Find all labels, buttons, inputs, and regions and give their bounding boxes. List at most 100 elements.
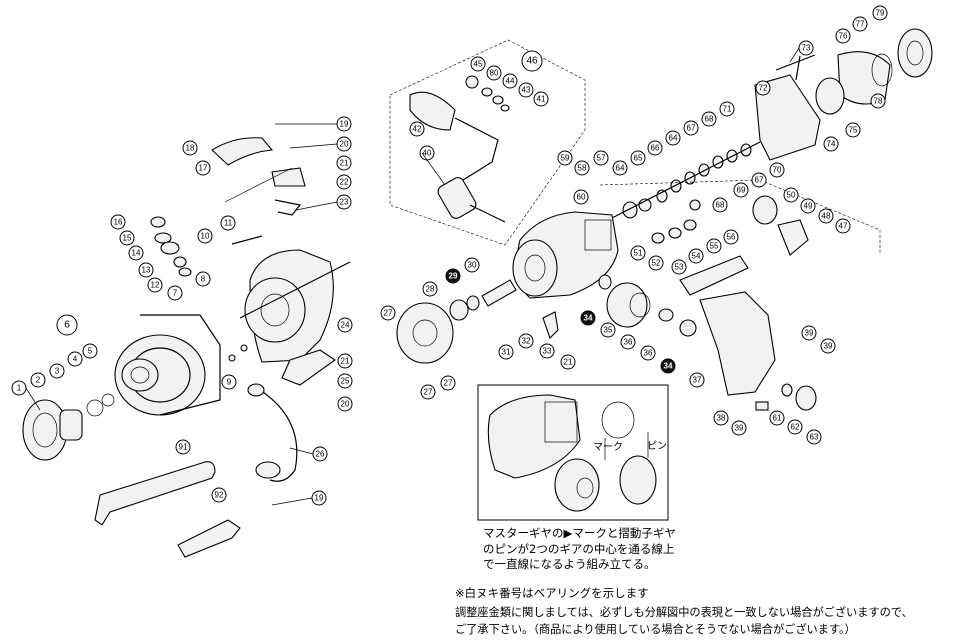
svg-text:91: 91 <box>179 443 188 452</box>
disclaimer-line-1: 調整座金類に関しましては、必ずしも分解図中の表現と一致しない場合がございますので… <box>455 606 913 619</box>
svg-text:47: 47 <box>839 222 848 231</box>
callout-54: 54 <box>688 248 704 264</box>
callout-35: 35 <box>600 322 616 338</box>
callout-64: 64 <box>612 160 628 176</box>
svg-text:21: 21 <box>341 357 350 366</box>
svg-text:24: 24 <box>341 321 350 330</box>
callout-43: 43 <box>518 82 534 98</box>
callout-63: 63 <box>806 429 822 445</box>
svg-text:64: 64 <box>669 134 678 143</box>
svg-text:65: 65 <box>634 154 643 163</box>
callout-38: 38 <box>713 410 729 426</box>
rotor-drawing <box>150 137 351 482</box>
svg-text:7: 7 <box>173 289 178 298</box>
callout-92: 92 <box>211 487 227 503</box>
callout-10: 10 <box>197 228 213 244</box>
callout-11: 11 <box>220 215 236 231</box>
callout-41: 41 <box>533 91 549 107</box>
callout-6: 6 <box>56 314 78 336</box>
callout-79: 79 <box>872 5 888 21</box>
callout-7: 7 <box>167 285 183 301</box>
callout-62: 62 <box>787 419 803 435</box>
leader-lines <box>25 47 800 506</box>
svg-text:9: 9 <box>227 378 232 387</box>
callout-50: 50 <box>783 187 799 203</box>
svg-text:42: 42 <box>413 125 422 134</box>
svg-text:67: 67 <box>687 124 696 133</box>
callout-72: 72 <box>755 80 771 96</box>
svg-text:23: 23 <box>340 198 349 207</box>
svg-text:21: 21 <box>340 159 349 168</box>
svg-text:67: 67 <box>755 176 764 185</box>
callout-21-c: 21 <box>560 354 576 370</box>
callout-65: 65 <box>630 150 646 166</box>
svg-text:52: 52 <box>652 259 661 268</box>
svg-text:15: 15 <box>123 234 132 243</box>
callout-37: 37 <box>689 372 705 388</box>
svg-text:56: 56 <box>727 233 736 242</box>
svg-text:46: 46 <box>526 56 538 67</box>
svg-text:37: 37 <box>693 376 702 385</box>
inset-caption-line-2: のピンが2つのギアの中心を通る線上 <box>483 541 675 556</box>
handle-drawing <box>389 39 586 246</box>
callout-4: 4 <box>67 351 83 367</box>
svg-text:19: 19 <box>315 494 324 503</box>
svg-text:4: 4 <box>73 355 78 364</box>
svg-text:69: 69 <box>737 186 746 195</box>
callout-18: 18 <box>182 140 198 156</box>
callout-66: 66 <box>647 140 663 156</box>
callout-27-c: 27 <box>420 384 436 400</box>
svg-text:59: 59 <box>561 154 570 163</box>
callout-1: 1 <box>11 380 27 396</box>
svg-text:68: 68 <box>705 115 714 124</box>
callout-46: 46 <box>521 50 543 72</box>
svg-text:17: 17 <box>199 164 208 173</box>
callout-76: 76 <box>835 28 851 44</box>
callout-13: 13 <box>138 262 154 278</box>
callout-34-bearing-a: 34 <box>580 310 596 326</box>
svg-text:20: 20 <box>340 140 349 149</box>
callout-31: 31 <box>498 344 514 360</box>
callout-2: 2 <box>30 372 46 388</box>
callout-49: 49 <box>800 198 816 214</box>
callout-16: 16 <box>110 214 126 230</box>
callout-58: 58 <box>574 160 590 176</box>
callout-3: 3 <box>49 363 65 379</box>
callout-59: 59 <box>557 150 573 166</box>
svg-text:34: 34 <box>584 314 593 323</box>
svg-text:31: 31 <box>502 348 511 357</box>
svg-text:58: 58 <box>578 164 587 173</box>
svg-text:19: 19 <box>340 120 349 129</box>
callout-28: 28 <box>422 281 438 297</box>
callout-67-a: 67 <box>683 120 699 136</box>
svg-text:73: 73 <box>802 44 811 53</box>
svg-text:79: 79 <box>876 9 885 18</box>
svg-text:51: 51 <box>634 249 643 258</box>
callout-74: 74 <box>823 136 839 152</box>
callout-78: 78 <box>870 93 886 109</box>
callout-61: 61 <box>769 410 785 426</box>
inset-gear-alignment-box <box>477 384 669 521</box>
callout-57: 57 <box>593 150 609 166</box>
callout-21-a: 21 <box>336 155 352 171</box>
callout-80: 80 <box>486 65 502 81</box>
svg-text:45: 45 <box>474 60 483 69</box>
callout-27-a: 27 <box>380 305 396 321</box>
svg-text:11: 11 <box>224 219 233 228</box>
callout-68-a: 68 <box>701 111 717 127</box>
svg-text:27: 27 <box>444 379 453 388</box>
svg-text:43: 43 <box>522 86 531 95</box>
svg-text:28: 28 <box>426 285 435 294</box>
svg-text:57: 57 <box>597 154 606 163</box>
body-frame-drawing <box>599 28 933 411</box>
callout-20-bottom: 20 <box>337 396 353 412</box>
callout-39-b: 39 <box>820 338 836 354</box>
callout-73: 73 <box>798 40 814 56</box>
svg-text:6: 6 <box>64 320 70 331</box>
callout-8: 8 <box>195 271 211 287</box>
callout-91: 91 <box>175 439 191 455</box>
inset-label-pin: ピン <box>647 441 667 452</box>
callout-34-bearing-b: 34 <box>660 358 676 374</box>
svg-text:25: 25 <box>341 377 350 386</box>
